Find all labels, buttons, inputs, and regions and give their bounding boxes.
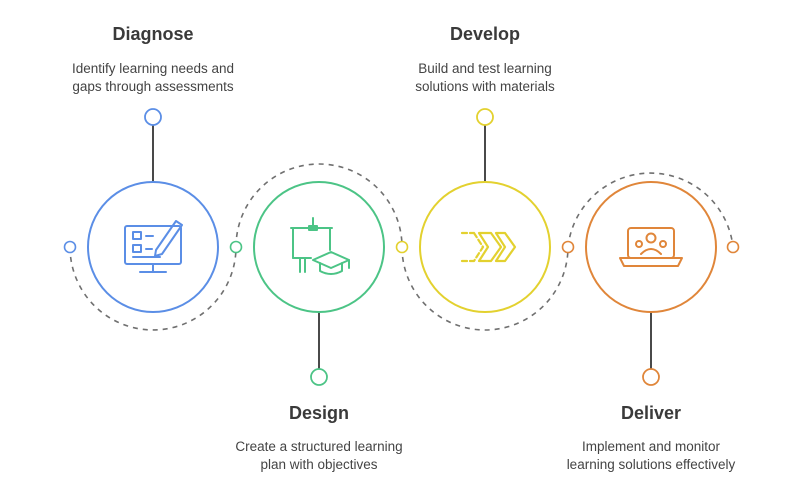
- design-description-line-1: Create a structured learning: [235, 439, 403, 454]
- dashed-connector-path: [69, 163, 734, 331]
- connector-arc-develop-bottom: [401, 246, 569, 331]
- end-junction-node: [726, 240, 740, 254]
- diagnose-description-line-2: gaps through assessments: [72, 79, 234, 94]
- connector-arc-deliver-top: [567, 172, 734, 248]
- design-title: Design: [288, 403, 349, 423]
- computer-checklist-icon: [124, 220, 183, 273]
- develop-stem-node: [476, 108, 494, 126]
- deliver-stem-node: [642, 368, 660, 386]
- develop-junction-node: [395, 240, 409, 254]
- deliver-junction-node: [561, 240, 575, 254]
- deliver-title: Deliver: [620, 403, 682, 423]
- start-junction-node: [63, 240, 77, 254]
- develop-description-line-1: Build and test learning: [418, 61, 552, 76]
- develop-circle: [419, 181, 551, 313]
- chevrons-right-icon: [460, 231, 517, 263]
- design-stem-node: [310, 368, 328, 386]
- connector-arc-diagnose-bottom: [69, 246, 237, 331]
- diagnose-circle: [87, 181, 219, 313]
- develop-description-line-2: solutions with materials: [415, 79, 555, 94]
- diagnose-stem-node: [144, 108, 162, 126]
- diagnose-description-line-1: Identify learning needs and: [71, 61, 235, 76]
- deliver-circle: [585, 181, 717, 313]
- develop-description: Build and test learning solutions with m…: [365, 60, 605, 96]
- deliver-description-line-2: learning solutions effectively: [566, 457, 736, 472]
- develop-title: Develop: [449, 24, 521, 44]
- deliver-description-line-1: Implement and monitor: [581, 439, 721, 454]
- deliver-description: Implement and monitor learning solutions…: [531, 438, 771, 474]
- diagnose-title: Diagnose: [112, 24, 194, 44]
- design-circle: [253, 181, 385, 313]
- diagnose-description: Identify learning needs and gaps through…: [33, 60, 273, 96]
- design-description: Create a structured learning plan with o…: [199, 438, 439, 474]
- laptop-user-icon: [619, 227, 683, 267]
- design-junction-node: [229, 240, 243, 254]
- design-description-line-2: plan with objectives: [260, 457, 378, 472]
- presentation-board-graduation-cap-icon: [290, 217, 350, 275]
- connector-arc-design-top: [235, 163, 403, 248]
